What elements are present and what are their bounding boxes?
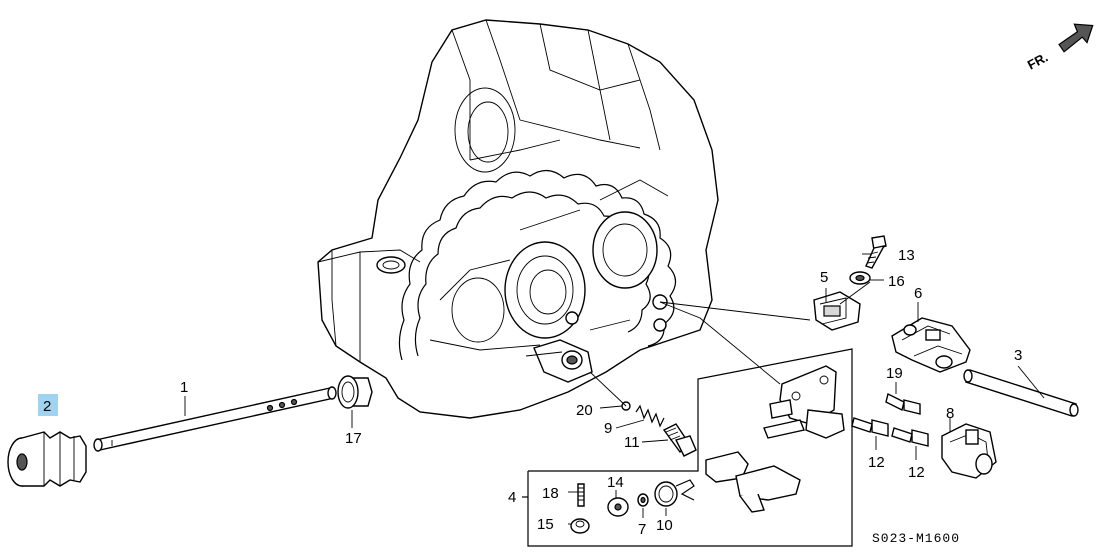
callout-13[interactable]: 13 <box>898 247 915 264</box>
part-1-shift-rod[interactable] <box>93 386 337 452</box>
part-13-bolt[interactable] <box>865 235 887 269</box>
front-orientation-arrow: FR. <box>1025 23 1094 73</box>
part-12-bolt-right[interactable] <box>891 427 929 447</box>
part-17-oil-seal[interactable] <box>337 375 373 409</box>
callout-3[interactable]: 3 <box>1014 347 1022 364</box>
group-4-bracket <box>522 348 853 547</box>
callout-9[interactable]: 9 <box>604 420 612 437</box>
callout-20[interactable]: 20 <box>576 402 593 419</box>
callout-11[interactable]: 11 <box>624 434 640 451</box>
part-2-boot[interactable] <box>7 431 87 487</box>
callout-4[interactable]: 4 <box>508 489 516 506</box>
callout-15[interactable]: 15 <box>537 516 554 533</box>
callout-7[interactable]: 7 <box>638 521 646 538</box>
part-19-bolt[interactable] <box>885 392 921 415</box>
part-15-collar[interactable] <box>570 518 590 534</box>
callout-17[interactable]: 17 <box>345 430 362 447</box>
part-8-lock-cam[interactable] <box>941 423 997 479</box>
callout-1[interactable]: 1 <box>180 379 188 396</box>
shift-arm-assembly[interactable] <box>705 365 845 513</box>
part-3-shaft[interactable] <box>963 369 1079 417</box>
part-11-bolt[interactable] <box>662 423 697 457</box>
part-7-washer[interactable] <box>637 493 649 507</box>
part-18-pin[interactable] <box>577 483 585 507</box>
part-10-spring[interactable] <box>654 479 695 507</box>
front-orientation-label: FR. <box>1025 49 1051 72</box>
callout-2[interactable]: 2 <box>43 398 51 415</box>
callout-19[interactable]: 19 <box>886 365 903 382</box>
callout-labels: 1 2 3 4 5 6 7 8 9 10 11 12 12 13 14 15 1… <box>43 247 1022 538</box>
callout-14[interactable]: 14 <box>607 474 624 491</box>
drawing-code: S023-M1600 <box>872 531 960 546</box>
callout-8[interactable]: 8 <box>946 405 954 422</box>
callout-12-left[interactable]: 12 <box>868 454 885 471</box>
part-16-washer[interactable] <box>849 271 871 285</box>
part-9-spring[interactable] <box>635 404 665 428</box>
part-5-holder[interactable] <box>813 291 861 331</box>
callout-16[interactable]: 16 <box>888 273 905 290</box>
callout-6[interactable]: 6 <box>914 285 922 302</box>
part-12-bolt-left[interactable] <box>851 417 889 437</box>
highlight-marker <box>38 394 58 416</box>
callout-18[interactable]: 18 <box>542 485 559 502</box>
leader-lines <box>184 253 1045 525</box>
callout-12-right[interactable]: 12 <box>908 464 925 481</box>
part-6-shift-lever[interactable] <box>891 317 971 373</box>
transmission-housing <box>317 19 719 419</box>
part-14-washer[interactable] <box>607 497 629 517</box>
callout-5[interactable]: 5 <box>820 269 828 286</box>
callout-10[interactable]: 10 <box>656 517 673 534</box>
